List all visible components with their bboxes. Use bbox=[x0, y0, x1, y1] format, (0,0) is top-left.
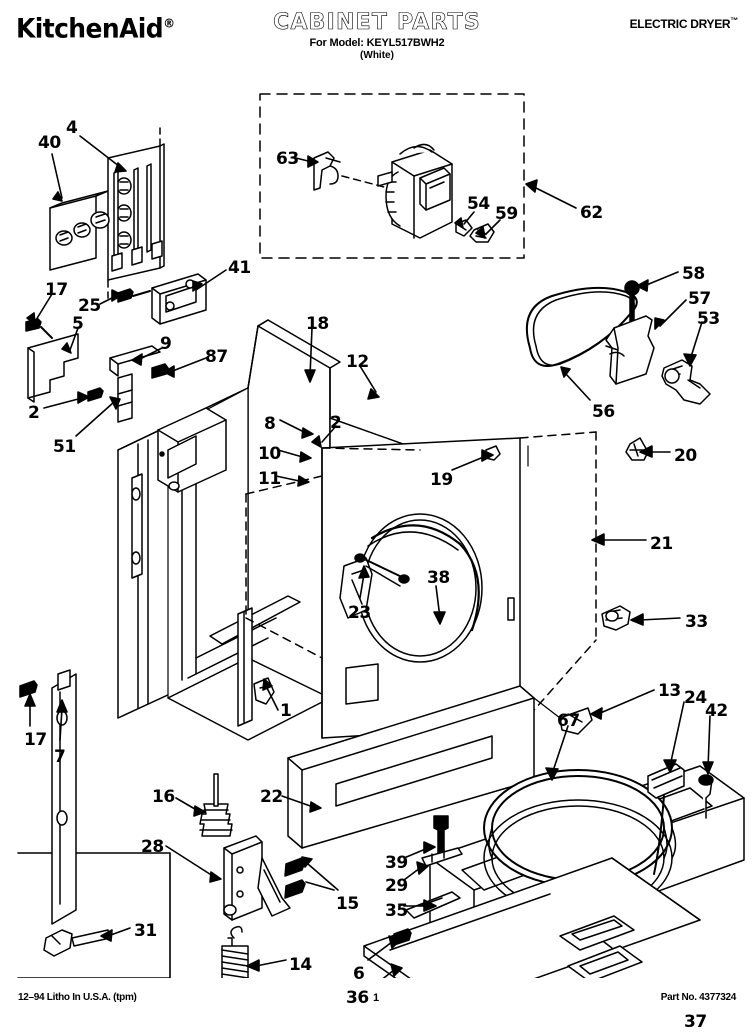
callout-16[interactable]: 16 bbox=[152, 787, 175, 807]
callout-1[interactable]: 1 bbox=[280, 701, 292, 721]
callout-57[interactable]: 57 bbox=[688, 289, 711, 309]
brand-name: KitchenAid bbox=[16, 13, 164, 44]
page-title: CABINET PARTS bbox=[273, 10, 481, 36]
callout-39[interactable]: 39 bbox=[385, 853, 408, 873]
callout-20[interactable]: 20 bbox=[674, 446, 697, 466]
callout-15[interactable]: 15 bbox=[336, 894, 359, 914]
diagram-linework bbox=[17, 93, 745, 978]
print-info: 12–94 Litho In U.S.A. (tpm) bbox=[18, 992, 137, 1003]
callout-14[interactable]: 14 bbox=[289, 955, 312, 975]
callout-11[interactable]: 11 bbox=[258, 469, 281, 489]
callout-17b[interactable]: 17 bbox=[24, 730, 47, 750]
callout-62[interactable]: 62 bbox=[580, 203, 603, 223]
callout-33[interactable]: 33 bbox=[685, 612, 708, 632]
callout-19[interactable]: 19 bbox=[430, 470, 453, 490]
callout-5[interactable]: 5 bbox=[72, 314, 84, 334]
callout-59[interactable]: 59 bbox=[495, 204, 518, 224]
page-footer: 12–94 Litho In U.S.A. (tpm) 1 Part No. 4… bbox=[0, 992, 752, 1014]
parts-diagram: 40 4 17 25 5 41 9 87 2 51 18 12 8 2 10 1… bbox=[0, 58, 752, 1031]
right-fasteners bbox=[485, 437, 649, 631]
part-number: Part No. 4377324 bbox=[660, 992, 737, 1003]
callout-36[interactable]: 36 bbox=[346, 988, 369, 1008]
callout-35[interactable]: 35 bbox=[385, 901, 408, 921]
callout-25[interactable]: 25 bbox=[78, 296, 101, 316]
registered-trademark-icon: ® bbox=[163, 16, 175, 31]
callout-28[interactable]: 28 bbox=[141, 837, 164, 857]
callout-21[interactable]: 21 bbox=[650, 534, 673, 554]
callout-23[interactable]: 23 bbox=[348, 603, 371, 623]
callout-41[interactable]: 41 bbox=[228, 258, 251, 278]
callout-56[interactable]: 56 bbox=[592, 402, 615, 422]
support-bracket-assembly bbox=[223, 835, 306, 921]
callout-2b[interactable]: 2 bbox=[330, 413, 342, 433]
callout-13[interactable]: 13 bbox=[658, 681, 681, 701]
callout-53[interactable]: 53 bbox=[697, 309, 720, 329]
appliance-type: ELECTRIC DRYER™ bbox=[629, 16, 739, 31]
leader-lines bbox=[24, 135, 714, 978]
callout-22[interactable]: 22 bbox=[260, 787, 283, 807]
callout-54[interactable]: 54 bbox=[467, 194, 490, 214]
appliance-type-label: ELECTRIC DRYER bbox=[629, 17, 731, 31]
idler-assembly bbox=[605, 280, 711, 405]
callout-12[interactable]: 12 bbox=[346, 352, 369, 372]
left-side-panel-lower bbox=[19, 669, 77, 925]
brand-logo: KitchenAid® bbox=[16, 13, 175, 44]
callout-31[interactable]: 31 bbox=[134, 921, 157, 941]
callout-24[interactable]: 24 bbox=[684, 688, 707, 708]
leveling-leg bbox=[199, 773, 233, 837]
callout-9[interactable]: 9 bbox=[160, 334, 172, 354]
callout-7[interactable]: 7 bbox=[54, 747, 66, 767]
callout-40[interactable]: 40 bbox=[38, 133, 61, 153]
callout-37[interactable]: 37 bbox=[684, 1012, 707, 1032]
inset-detail-box bbox=[17, 852, 171, 978]
page-number: 1 bbox=[372, 992, 380, 1004]
front-bulkhead bbox=[245, 431, 597, 749]
callout-87[interactable]: 87 bbox=[205, 347, 228, 367]
callout-10[interactable]: 10 bbox=[258, 444, 281, 464]
callout-67[interactable]: 67 bbox=[557, 711, 580, 731]
drive-belt bbox=[525, 286, 638, 367]
control-panel-assembly bbox=[49, 127, 207, 325]
callout-18[interactable]: 18 bbox=[306, 314, 329, 334]
callout-63[interactable]: 63 bbox=[276, 149, 299, 169]
bottom-front-panel bbox=[363, 857, 701, 978]
callout-6[interactable]: 6 bbox=[353, 964, 365, 984]
title-block: CABINET PARTS For Model: KEYL517BWH2 (Wh… bbox=[252, 10, 502, 61]
model-subtitle: For Model: KEYL517BWH2 bbox=[309, 37, 445, 49]
callout-51[interactable]: 51 bbox=[53, 437, 76, 457]
callout-2a[interactable]: 2 bbox=[28, 403, 40, 423]
callout-38[interactable]: 38 bbox=[427, 568, 450, 588]
callout-17a[interactable]: 17 bbox=[45, 280, 68, 300]
extension-spring bbox=[221, 925, 249, 978]
callout-29[interactable]: 29 bbox=[385, 876, 408, 896]
callout-58[interactable]: 58 bbox=[682, 264, 705, 284]
callout-8[interactable]: 8 bbox=[264, 414, 276, 434]
page-header: KitchenAid® CABINET PARTS For Model: KEY… bbox=[0, 0, 752, 62]
trademark-icon: ™ bbox=[730, 16, 738, 25]
color-subtitle: (White) bbox=[360, 50, 394, 61]
callout-42[interactable]: 42 bbox=[705, 701, 728, 721]
callout-4[interactable]: 4 bbox=[66, 118, 78, 138]
